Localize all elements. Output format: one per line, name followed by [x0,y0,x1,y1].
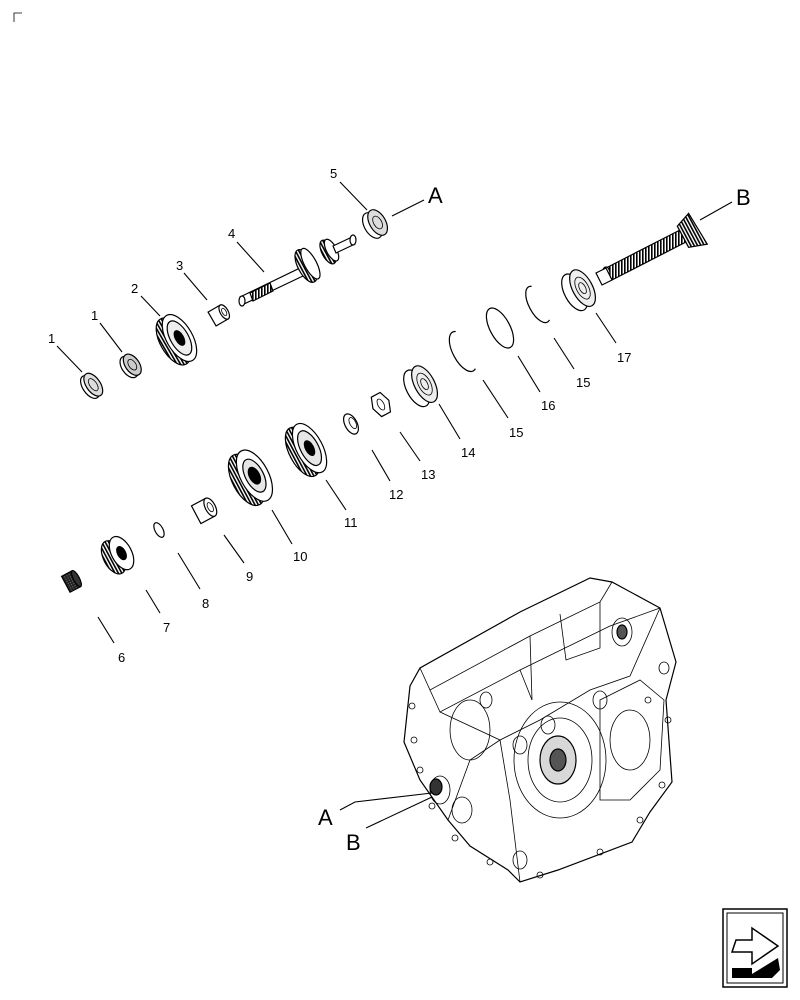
needle-bearing-part-6 [60,569,83,594]
callout-8: 8 [202,596,209,611]
callout-17: 17 [617,350,631,365]
circlip-part-15b [525,285,550,324]
housing-reference-callouts: A B [318,792,433,855]
arrow-next-page-icon [722,908,788,988]
callout-1b: 1 [91,308,98,323]
callout-7: 7 [163,620,170,635]
callout-16: 16 [541,398,555,413]
corner-crop-mark [13,12,22,22]
callout-6: 6 [118,650,125,665]
washer-part-12 [343,413,359,435]
gear-part-2 [155,313,198,366]
callout-labels: 1 1 2 3 4 5 6 7 8 9 10 11 12 13 14 15 16… [48,166,631,665]
gear-part-10 [227,449,274,507]
bearing-part-14 [403,365,439,408]
transmission-housing [403,577,677,883]
bearing-part-5 [361,209,389,239]
bearing-part-1b [119,353,142,379]
callout-15a: 15 [509,425,523,440]
callout-9: 9 [246,569,253,584]
callout-12: 12 [389,487,403,502]
callout-4: 4 [228,226,235,241]
bushing-part-3 [207,304,231,327]
reference-b-label: B [736,185,751,210]
callout-leader-lines [56,181,617,644]
ring-part-16 [485,307,515,349]
next-page-button[interactable] [722,908,788,988]
callout-3: 3 [176,258,183,273]
snap-ring-part-8 [153,522,165,538]
callout-10: 10 [293,549,307,564]
gear-part-7 [100,535,135,575]
callout-14: 14 [461,445,475,460]
gear-part-11 [284,422,328,478]
circlip-part-15a [448,330,476,373]
bearing-part-1a [79,372,104,399]
pinion-shaft [595,212,709,286]
nut-part-13 [370,391,392,418]
bushing-part-9 [190,497,218,525]
shaft-part-4 [238,234,357,307]
callout-2: 2 [131,281,138,296]
bearing-part-17 [561,269,597,312]
callout-13: 13 [421,467,435,482]
callout-11: 11 [344,515,358,530]
housing-reference-a: A [318,805,333,830]
callout-1a: 1 [48,331,55,346]
reference-b-leader [699,201,733,221]
reference-a-label: A [428,183,443,208]
callout-5: 5 [330,166,337,181]
reference-a-leader [391,199,425,217]
callout-15b: 15 [576,375,590,390]
housing-reference-b: B [346,830,361,855]
